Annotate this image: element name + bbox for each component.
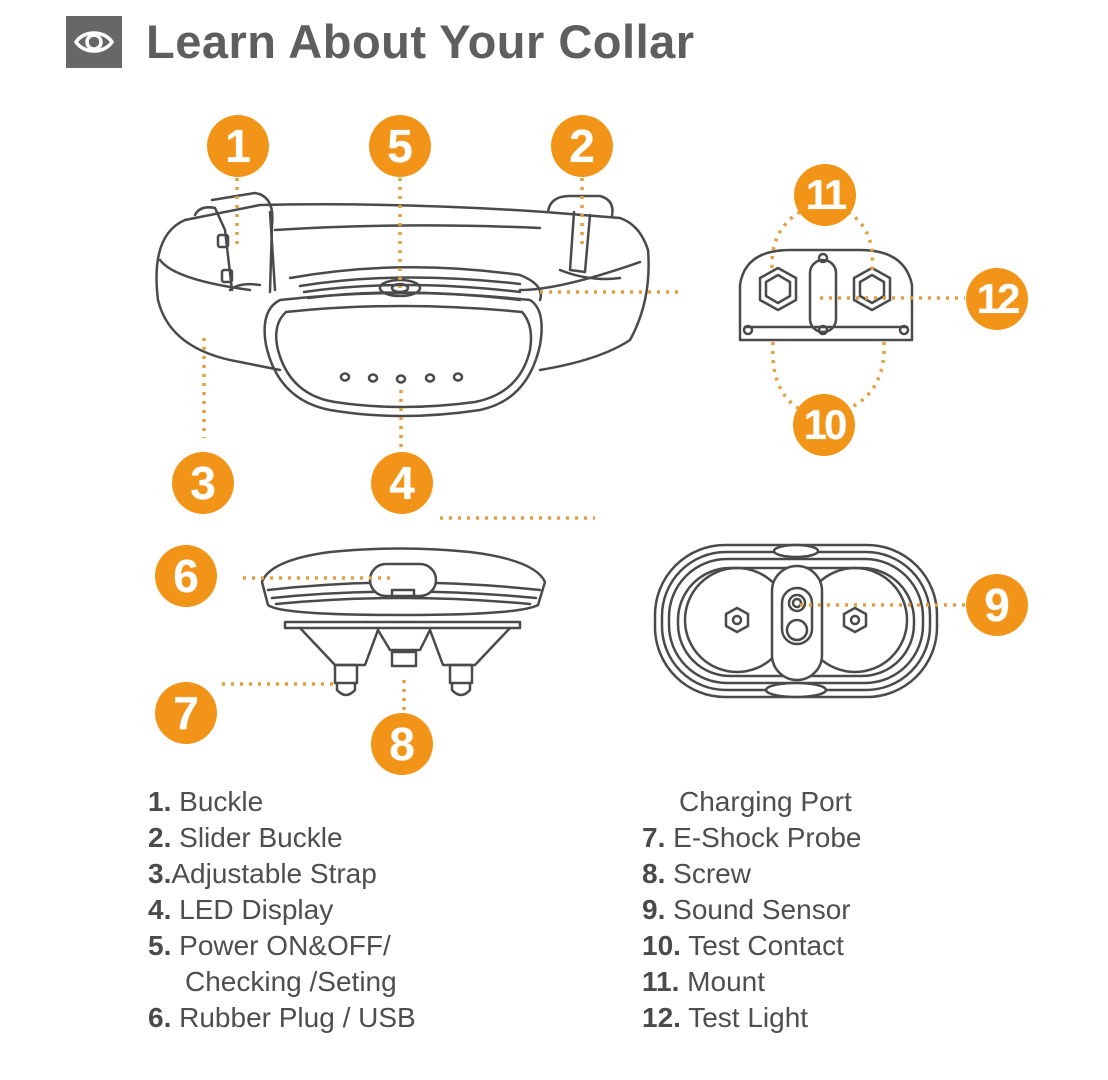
callout-badge-11: 11	[794, 164, 856, 226]
legend-item: 7. E-Shock Probe	[642, 822, 862, 853]
legend-item: 1. Buckle	[148, 786, 264, 817]
callout-badge-12: 12	[966, 268, 1028, 330]
eye-icon	[74, 31, 114, 53]
receiver-side-illustration	[260, 547, 547, 697]
callout-badge-8: 8	[371, 713, 433, 775]
collar-illustration	[155, 191, 650, 418]
callout-badge-4: 4	[371, 452, 433, 514]
legend-item: 6. Rubber Plug / USB	[148, 1002, 416, 1033]
collar-diagram	[155, 178, 965, 715]
callout-badge-2: 2	[551, 115, 613, 177]
callout-badge-6: 6	[155, 545, 217, 607]
legend-item-continuation: Checking /Seting	[185, 966, 397, 997]
page-header: Learn About Your Collar	[66, 16, 695, 68]
callout-badge-7: 7	[155, 682, 217, 744]
legend-item: 3.Adjustable Strap	[148, 858, 377, 889]
legend-item: 5. Power ON&OFF/	[148, 930, 391, 961]
legend-item-continuation: Charging Port	[679, 786, 852, 817]
callout-badge-5: 5	[369, 115, 431, 177]
legend-item: 9. Sound Sensor	[642, 894, 851, 925]
legend-item: 10. Test Contact	[642, 930, 844, 961]
eye-icon-box	[66, 16, 122, 68]
parts-legend-right: Charging Port 7. E-Shock Probe 8. Screw …	[642, 784, 861, 1036]
legend-item: 2. Slider Buckle	[148, 822, 343, 853]
legend-item: 8. Screw	[642, 858, 751, 889]
test-light-illustration	[738, 248, 914, 342]
legend-item: 4. LED Display	[148, 894, 334, 925]
leader-lines	[202, 178, 965, 715]
callout-badge-1: 1	[207, 115, 269, 177]
callout-badge-10: 10	[793, 394, 855, 456]
callout-badge-3: 3	[172, 452, 234, 514]
legend-item: 11. Mount	[642, 966, 765, 997]
receiver-bottom-illustration	[653, 543, 939, 699]
parts-legend-left: 1. Buckle 2. Slider Buckle 3.Adjustable …	[148, 784, 416, 1036]
callout-badge-9: 9	[966, 574, 1028, 636]
page-title: Learn About Your Collar	[146, 15, 695, 68]
legend-item: 12. Test Light	[642, 1002, 809, 1033]
